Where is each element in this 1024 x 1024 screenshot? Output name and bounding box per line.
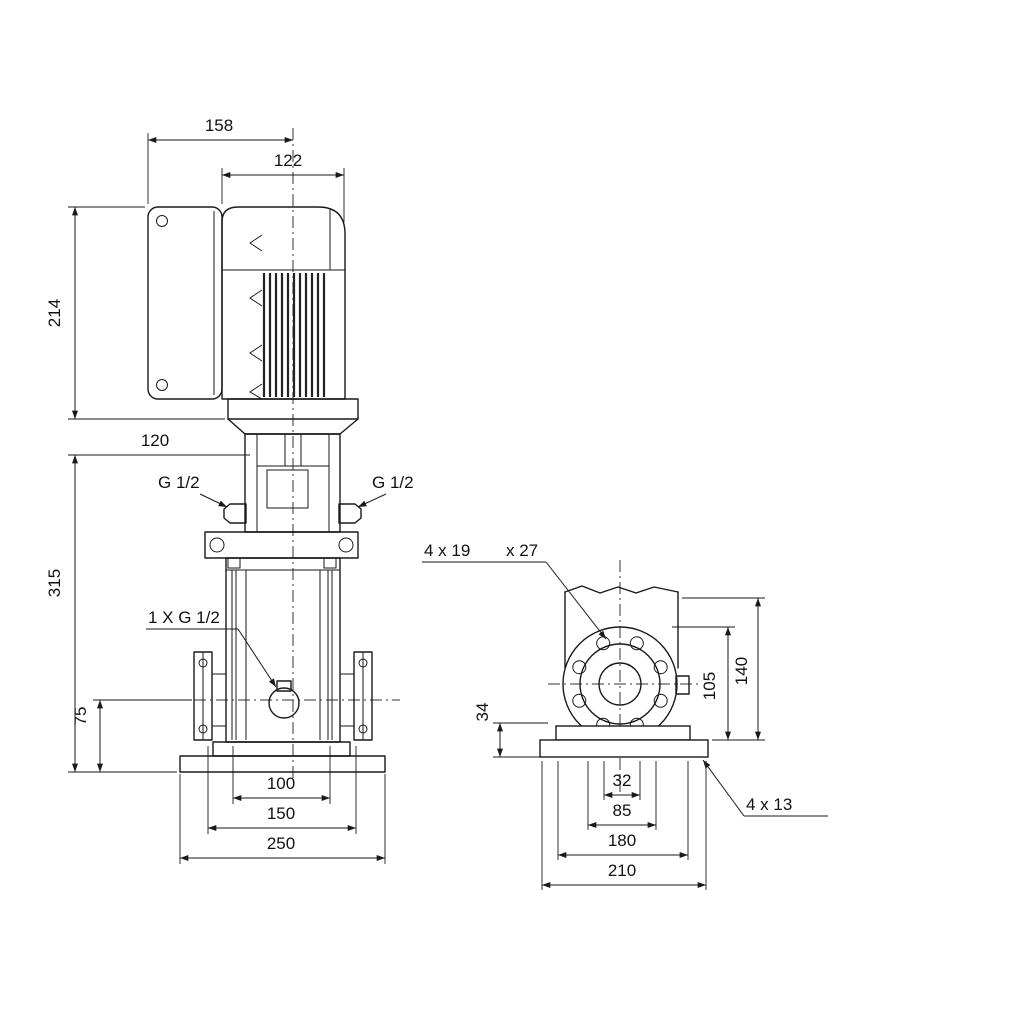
dim-base-depth: 210 (608, 861, 636, 880)
bolt-hole (572, 693, 587, 708)
dim-motor-width: 122 (274, 151, 302, 170)
bore (598, 662, 642, 706)
screw-icon (156, 379, 168, 391)
dim-pump-height: 315 (45, 569, 64, 597)
motor (221, 206, 359, 435)
end-view (539, 560, 709, 795)
dim-body-height: 140 (732, 657, 751, 685)
pump-head (204, 433, 362, 559)
cooling-fins (262, 273, 326, 397)
cable-clips (249, 234, 263, 400)
plug-left (223, 503, 247, 524)
end-body (564, 585, 679, 669)
dim-flange-face: 100 (267, 774, 295, 793)
label-foot-holes: 4 x 13 (746, 795, 792, 814)
dim-foot-height: 34 (473, 703, 492, 722)
dim-motor-height: 214 (45, 299, 64, 327)
head-flange (204, 531, 359, 559)
dim-flange-top-height: 105 (700, 672, 719, 700)
motor-flange (227, 398, 359, 420)
dim-flange-outer: 150 (267, 804, 295, 823)
dim-box-to-center: 158 (205, 116, 233, 135)
bolt-hole (653, 693, 668, 708)
bolt-hole (653, 660, 668, 675)
coupling (266, 469, 309, 509)
plug-right (338, 503, 362, 524)
side-plug (675, 675, 690, 695)
front-view (147, 128, 400, 780)
staybolt-nut (323, 557, 337, 569)
label-slot-count: 4 x 19 (424, 541, 470, 560)
staybolt-nut (227, 557, 241, 569)
dim-slot-spacing: 32 (613, 771, 632, 790)
dim-port-height: 75 (71, 707, 90, 726)
dim-foot-inner: 85 (613, 801, 632, 820)
bolt-hole (629, 636, 644, 651)
terminal-box (147, 206, 223, 400)
screw-icon (156, 215, 168, 227)
end-flange (562, 626, 690, 742)
front-base (179, 741, 386, 773)
label-plug-right: G 1/2 (372, 473, 414, 492)
front-view-dimensions: 158 122 214 120 315 75 G 1/2 G 1/2 1 X G… (45, 116, 414, 864)
side-flanges (193, 651, 373, 741)
dim-head-offset: 120 (141, 431, 169, 450)
dim-foot-outer: 180 (608, 831, 636, 850)
drain-port (268, 680, 300, 719)
bolt-hole (572, 660, 587, 675)
label-slot-depth: x 27 (506, 541, 538, 560)
label-plug-left: G 1/2 (158, 473, 200, 492)
end-base (539, 725, 709, 758)
label-drain-port: 1 X G 1/2 (148, 608, 220, 627)
dim-base-width: 250 (267, 834, 295, 853)
chamber-stack (225, 557, 341, 743)
end-view-dimensions: 4 x 19 x 27 105 140 34 32 85 180 210 (422, 541, 828, 890)
